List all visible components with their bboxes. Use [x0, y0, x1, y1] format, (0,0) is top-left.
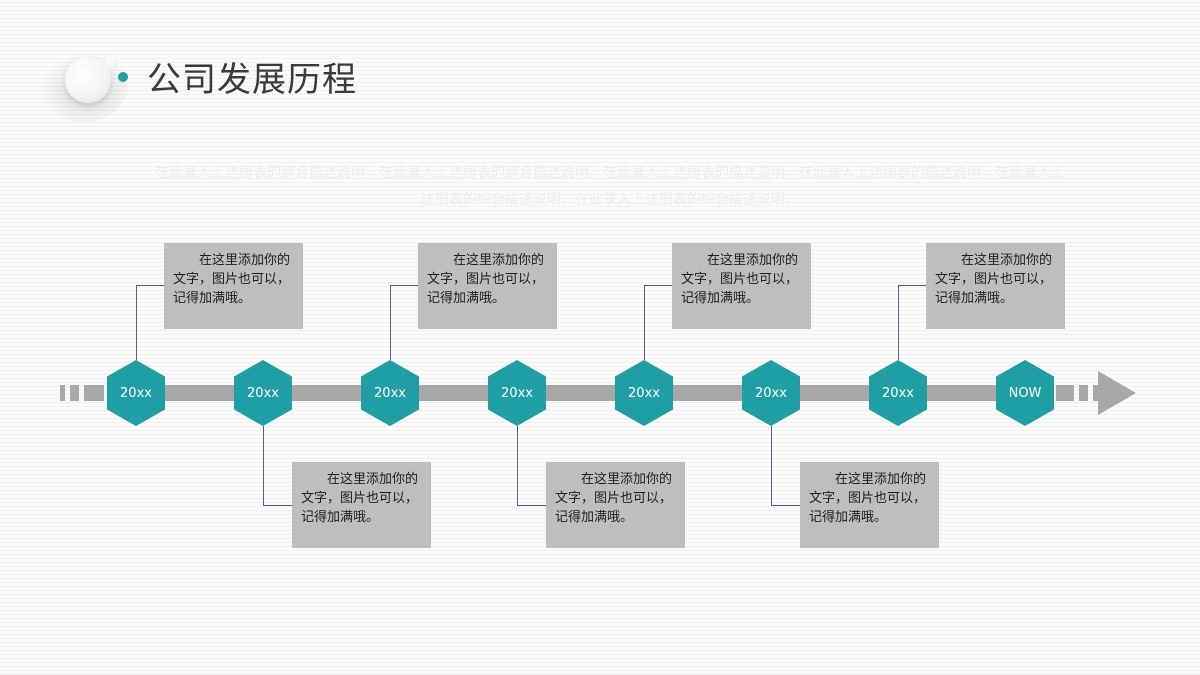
milestone-callout: 在这里添加你的文字，图片也可以，记得加满哦。: [926, 243, 1065, 329]
title-bullet-dot: [118, 72, 128, 82]
milestone-connector: [390, 285, 391, 360]
milestone-connector: [136, 285, 137, 360]
timeline-start-dash: [70, 385, 79, 401]
milestone-hexagon: 20xx: [234, 360, 292, 426]
timeline-start-dash: [84, 385, 104, 401]
timeline-start-dash: [60, 385, 65, 401]
timeline-end-dash: [1056, 385, 1074, 401]
timeline-end-dash: [1093, 385, 1098, 401]
milestone-connector: [898, 285, 899, 360]
milestone-connector: [390, 285, 418, 286]
milestone-hexagon: 20xx: [742, 360, 800, 426]
milestone-connector: [771, 505, 800, 506]
milestone-callout: 在这里添加你的文字，图片也可以，记得加满哦。: [164, 243, 303, 329]
milestone-callout: 在这里添加你的文字，图片也可以，记得加满哦。: [418, 243, 557, 329]
milestone-hexagon: 20xx: [869, 360, 927, 426]
milestone-hexagon: NOW: [996, 360, 1054, 426]
milestone-hexagon: 20xx: [615, 360, 673, 426]
timeline-end-dash: [1079, 385, 1088, 401]
title-decoration-small-circle: [104, 55, 118, 69]
milestone-connector: [263, 426, 264, 505]
description-text: 在此录入上述图表的综合描述说明，在此录入上述图表的综合描述说明。在此录入上述图表…: [155, 165, 1065, 208]
title-decoration-large-circle: [65, 57, 111, 103]
milestone-connector: [644, 285, 645, 360]
milestone-callout: 在这里添加你的文字，图片也可以，记得加满哦。: [292, 462, 431, 548]
milestone-callout: 在这里添加你的文字，图片也可以，记得加满哦。: [546, 462, 685, 548]
milestone-connector: [771, 426, 772, 505]
milestone-callout: 在这里添加你的文字，图片也可以，记得加满哦。: [672, 243, 811, 329]
milestone-connector: [517, 505, 546, 506]
milestone-connector: [136, 285, 164, 286]
page-title: 公司发展历程: [147, 60, 357, 100]
milestone-connector: [898, 285, 926, 286]
milestone-connector: [517, 426, 518, 505]
timeline-arrow-head: [1098, 371, 1136, 415]
milestone-hexagon: 20xx: [361, 360, 419, 426]
milestone-connector: [644, 285, 672, 286]
milestone-hexagon: 20xx: [107, 360, 165, 426]
milestone-hexagon: 20xx: [488, 360, 546, 426]
milestone-callout: 在这里添加你的文字，图片也可以，记得加满哦。: [800, 462, 939, 548]
milestone-connector: [263, 505, 292, 506]
